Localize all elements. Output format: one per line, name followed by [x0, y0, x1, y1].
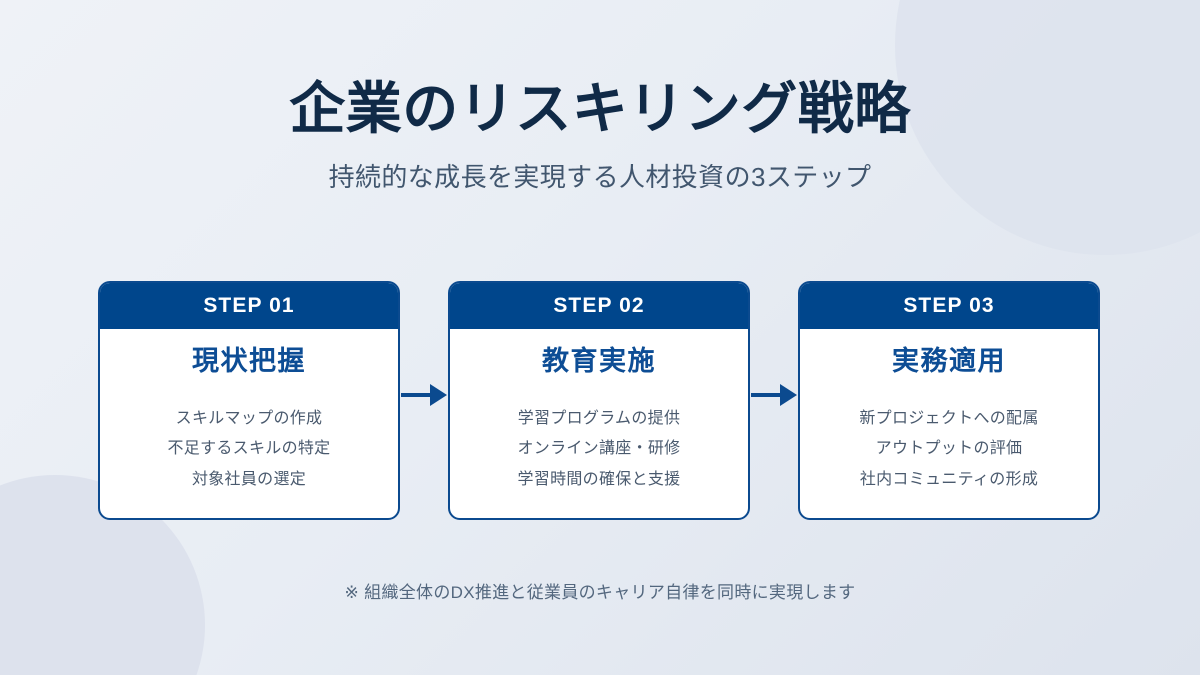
step-badge-3: STEP 03 — [800, 283, 1098, 329]
arrow-head — [780, 384, 797, 406]
arrow-step2-to-step3-icon — [751, 384, 799, 406]
step-lines-3: 新プロジェクトへの配属 アウトプットの評価 社内コミュニティの形成 — [859, 404, 1038, 494]
step-line: 社内コミュニティの形成 — [859, 470, 1039, 488]
step-lines-1: スキルマップの作成 不足するスキルの特定 対象社員の選定 — [167, 404, 330, 494]
step-line: 不足するスキルの特定 — [167, 440, 331, 458]
step-body-3: 実務適用 新プロジェクトへの配属 アウトプットの評価 社内コミュニティの形成 — [800, 329, 1098, 518]
step-badge-2: STEP 02 — [450, 283, 748, 329]
step-card-2[interactable]: STEP 02 教育実施 学習プログラムの提供 オンライン講座・研修 学習時間の… — [448, 281, 750, 520]
step-card-1[interactable]: STEP 01 現状把握 スキルマップの作成 不足するスキルの特定 対象社員の選… — [98, 281, 400, 520]
step-title-1: 現状把握 — [192, 346, 306, 376]
arrow-step1-to-step2-icon — [401, 384, 449, 406]
step-body-2: 教育実施 学習プログラムの提供 オンライン講座・研修 学習時間の確保と支援 — [450, 329, 748, 518]
step-line: オンライン講座・研修 — [517, 440, 681, 458]
step-title-2: 教育実施 — [542, 346, 656, 376]
step-line: 対象社員の選定 — [191, 470, 307, 488]
footnote-text: ※ 組織全体のDX推進と従業員のキャリア自律を同時に実現します — [344, 583, 856, 602]
step-line: 新プロジェクトへの配属 — [859, 410, 1039, 428]
slide-header: 企業のリスキリング戦略 持続的な成長を実現する人材投資の3ステップ — [0, 77, 1200, 195]
step-line: 学習プログラムの提供 — [517, 410, 681, 428]
step-title-3: 実務適用 — [892, 346, 1006, 376]
page-title: 企業のリスキリング戦略 — [289, 77, 911, 140]
page-subtitle: 持続的な成長を実現する人材投資の3ステップ — [328, 161, 872, 192]
step-line: スキルマップの作成 — [175, 410, 323, 428]
step-body-1: 現状把握 スキルマップの作成 不足するスキルの特定 対象社員の選定 — [100, 329, 398, 518]
arrow-line — [401, 393, 431, 397]
arrow-line — [751, 393, 781, 397]
step-line: アウトプットの評価 — [875, 440, 1023, 458]
arrow-head — [430, 384, 447, 406]
step-badge-1: STEP 01 — [100, 283, 398, 329]
steps-row: STEP 01 現状把握 スキルマップの作成 不足するスキルの特定 対象社員の選… — [98, 281, 1100, 520]
step-lines-2: 学習プログラムの提供 オンライン講座・研修 学習時間の確保と支援 — [517, 404, 680, 494]
step-card-3[interactable]: STEP 03 実務適用 新プロジェクトへの配属 アウトプットの評価 社内コミュ… — [798, 281, 1100, 520]
step-line: 学習時間の確保と支援 — [517, 470, 681, 488]
